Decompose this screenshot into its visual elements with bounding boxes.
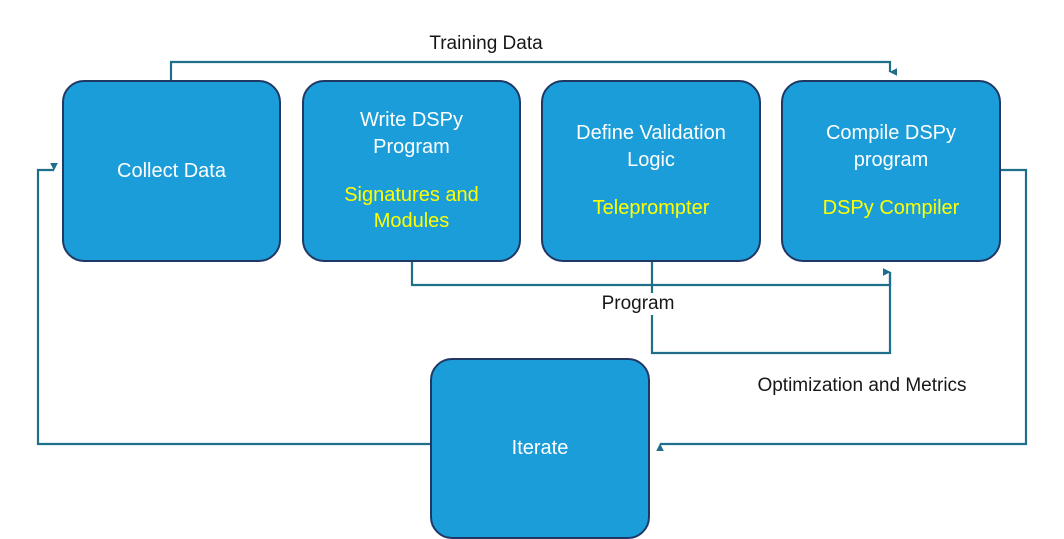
node-iterate-title: Iterate [511,437,569,460]
node-write-dspy-program[interactable]: Write DSPy Program Signatures and Module… [302,80,521,262]
edge-label-program: Program [597,293,679,315]
edge-collect-to-compile [169,60,897,80]
node-compile-dspy-program-title: Compile DSPy program [825,122,957,171]
node-compile-dspy-program-subtitle: DSPy Compiler [822,197,960,220]
node-collect-data[interactable]: Collect Data [62,80,281,262]
node-define-validation-logic[interactable]: Define Validation Logic Teleprompter [541,80,761,262]
edge-label-training-data: Training Data [425,33,547,55]
edge-write-program-to-compile [410,262,892,287]
node-define-validation-logic-subtitle: Teleprompter [592,197,710,220]
node-define-validation-logic-title: Define Validation Logic [576,122,726,171]
node-compile-dspy-program[interactable]: Compile DSPy program DSPy Compiler [781,80,1001,262]
node-iterate[interactable]: Iterate [430,358,650,539]
edge-validation-to-compile [650,262,892,355]
node-collect-data-title: Collect Data [117,159,226,182]
node-write-dspy-program-title: Write DSPy Program [360,109,463,158]
node-write-dspy-program-subtitle: Signatures and Modules [344,184,479,233]
edge-label-optimization-and-metrics: Optimization and Metrics [753,375,971,397]
